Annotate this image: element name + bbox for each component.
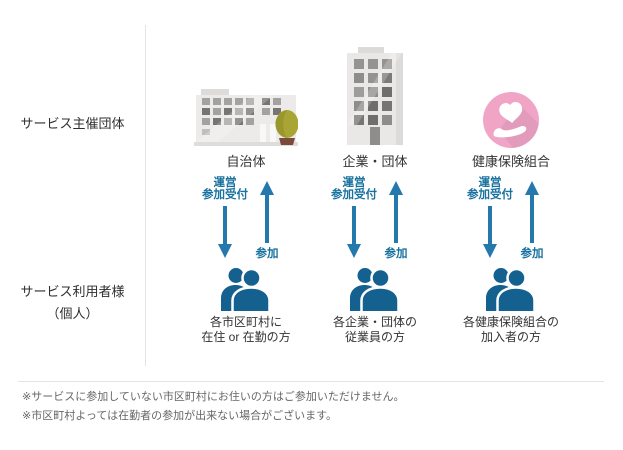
host-rail-label: サービス主催団体 [20, 116, 125, 131]
user-label-line2: 在住 or 在勤の方 [201, 329, 291, 344]
city-hall-building-icon [194, 89, 298, 146]
user-label-line2: 加入者の方 [480, 329, 541, 344]
manage-label-line2: 参加受付 [202, 189, 248, 201]
people-group-icon [486, 267, 536, 311]
user-rail-label: サービス利用者様 （個人） [0, 281, 145, 325]
people-group-icon [350, 267, 400, 311]
user-rail-label-line2: （個人） [46, 306, 99, 321]
join-label: 参加 [255, 248, 279, 260]
user-label-line1: 各市区町村に [209, 315, 282, 329]
join-label: 参加 [520, 248, 544, 260]
office-building-icon [347, 47, 403, 145]
arrow-down-icon [483, 206, 497, 258]
note-line-2: ※市区町村よっては在勤者の参加が出来ない場合がございます。 [22, 410, 338, 422]
user-label: 各市区町村に 在住 or 在勤の方 [166, 315, 326, 344]
manage-label-line2: 参加受付 [467, 189, 513, 201]
arrow-down-icon [218, 206, 232, 258]
user-rail-label-line1: サービス利用者様 [20, 284, 125, 299]
user-label-line2: 従業員の方 [344, 329, 405, 344]
arrow-down-icon [347, 206, 361, 258]
user-label-line1: 各健康保険組合の [462, 315, 559, 329]
manage-label-line2: 参加受付 [331, 189, 377, 201]
people-group-icon [221, 267, 271, 311]
arrow-up-icon [260, 181, 274, 243]
user-label: 各企業・団体の 従業員の方 [295, 315, 455, 344]
user-label: 各健康保険組合の 加入者の方 [431, 315, 591, 344]
column-municipality: 自治体 運営 参加受付 参加 各市区町村に 在住 or 在勤の方 [166, 0, 326, 450]
note-line-1: ※サービスに参加していない市区町村にお住いの方はご参加いただけません。 [22, 391, 405, 403]
org-label: 自治体 [226, 154, 266, 169]
vertical-divider [145, 25, 146, 366]
org-label: 健康保険組合 [471, 154, 550, 169]
user-label-line1: 各企業・団体の [332, 315, 417, 329]
manage-label-line1: 運営 [342, 177, 366, 189]
column-company: 企業・団体 運営 参加受付 参加 各企業・団体の 従業員の方 [295, 0, 455, 450]
column-health-insurance: 健康保険組合 運営 参加受付 参加 各健康保険組合の 加入者の方 [431, 0, 591, 450]
manage-label-line1: 運営 [213, 177, 237, 189]
arrow-up-icon [389, 181, 403, 243]
manage-label-line1: 運営 [478, 177, 502, 189]
footer-divider [18, 381, 604, 382]
join-label: 参加 [384, 248, 408, 260]
footnotes: ※サービスに参加していない市区町村にお住いの方はご参加いただけません。 ※市区町… [22, 388, 405, 426]
manage-label: 運営 参加受付 [467, 177, 513, 201]
org-label: 企業・団体 [342, 154, 408, 169]
heart-in-hand-icon [483, 92, 539, 148]
manage-label: 運営 参加受付 [331, 177, 377, 201]
manage-label: 運営 参加受付 [202, 177, 248, 201]
arrow-up-icon [525, 181, 539, 243]
